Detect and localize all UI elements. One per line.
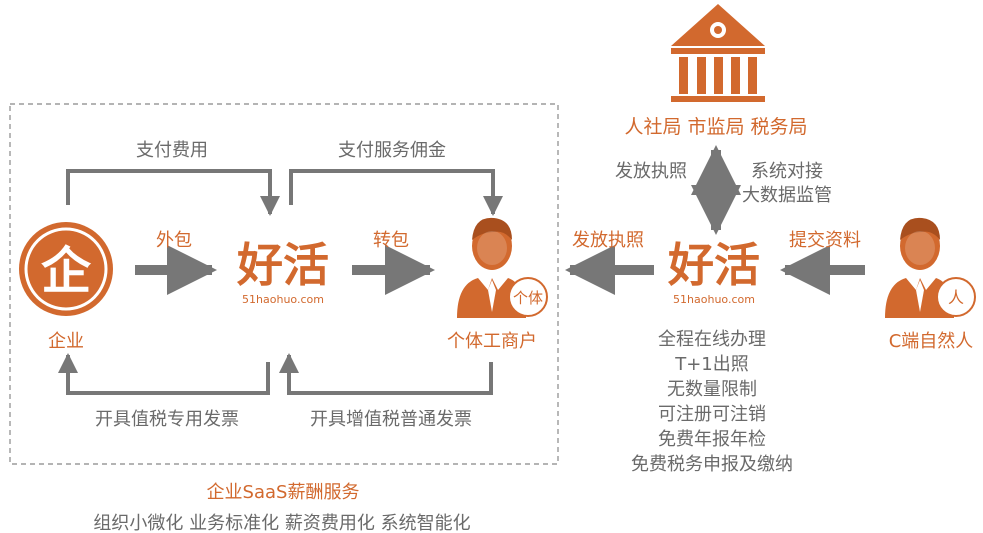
logo-url-right: 51haohuo.com: [673, 293, 755, 306]
feature-item: 免费税务申报及缴纳: [631, 454, 793, 475]
enterprise-seal-icon: 企: [19, 222, 113, 316]
saas-features: 组织小微化 业务标准化 薪资费用化 系统智能化: [93, 513, 470, 533]
logo-text-left: 好活: [236, 238, 329, 292]
submit-info-label: 提交资料: [789, 230, 861, 251]
issue-license-label: 发放执照: [572, 230, 644, 251]
feature-item: 免费年报年检: [658, 429, 766, 450]
saas-title: 企业SaaS薪酬服务: [207, 482, 360, 503]
government-building-icon: [671, 4, 765, 102]
feature-item: T+1出照: [674, 354, 749, 375]
invoice-general-connector: [279, 353, 493, 395]
individual-badge-text: 个体: [513, 289, 543, 307]
subcontract-label: 转包: [373, 230, 409, 251]
individual-badge: 个体: [508, 277, 548, 317]
pay-commission-connector: [289, 169, 503, 216]
haohuo-logo-left: 好活 51haohuo.com: [236, 238, 329, 306]
dashed-boundary: [9, 103, 559, 465]
pay-fee-label: 支付费用: [136, 140, 208, 161]
enterprise-label: 企业: [48, 331, 84, 352]
agencies-label: 人社局 市监局 税务局: [624, 116, 807, 138]
person-label: C端自然人: [889, 331, 974, 352]
logo-url-left: 51haohuo.com: [242, 293, 324, 306]
person-icon: [885, 217, 954, 318]
pay-commission-label: 支付服务佣金: [338, 140, 446, 161]
feature-list: 全程在线办理 T+1出照 无数量限制 可注册可注销 免费年报年检 免费税务申报及…: [631, 329, 793, 475]
person-badge: 人: [936, 277, 976, 317]
enterprise-glyph: 企: [41, 242, 92, 300]
system-connect-label: 系统对接: [751, 161, 823, 182]
person-badge-text: 人: [948, 288, 964, 307]
invoice-general-label: 开具增值税普通发票: [310, 409, 472, 430]
feature-item: 全程在线办理: [658, 329, 766, 350]
individual-label: 个体工商户: [447, 331, 537, 352]
outsource-label: 外包: [156, 230, 192, 251]
logo-text-right: 好活: [667, 238, 760, 292]
feature-item: 可注册可注销: [658, 404, 766, 425]
invoice-special-connector: [58, 353, 270, 395]
big-data-label: 大数据监管: [742, 185, 832, 206]
invoice-special-label: 开具值税专用发票: [95, 409, 239, 430]
person-icon: [457, 217, 526, 318]
pay-fee-connector: [66, 169, 280, 216]
issue-license-up-label: 发放执照: [615, 161, 687, 182]
haohuo-logo-right: 好活 51haohuo.com: [667, 238, 760, 306]
feature-item: 无数量限制: [667, 379, 757, 400]
